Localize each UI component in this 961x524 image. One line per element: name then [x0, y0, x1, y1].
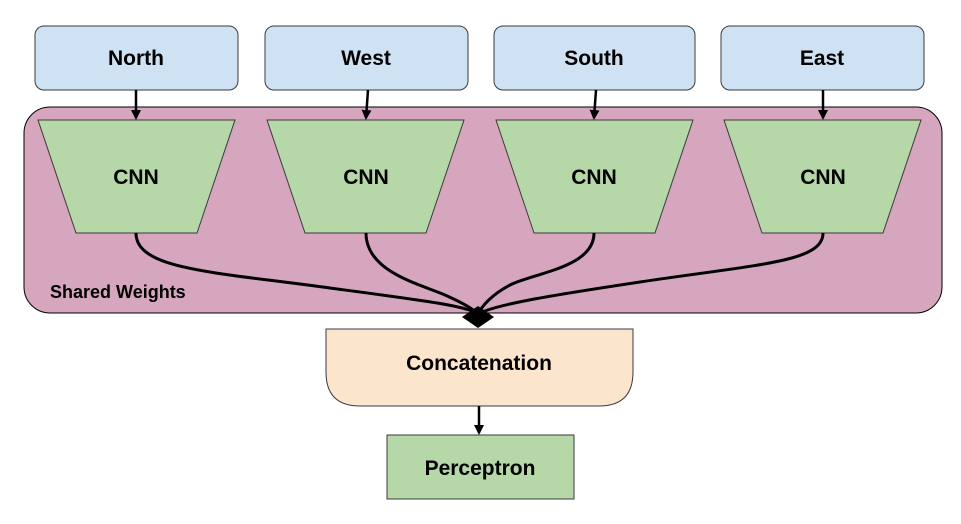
cnn-block-4-label: CNN — [800, 166, 846, 189]
cnn-block-3-shape — [495, 119, 694, 234]
arrow-south-to-cnn — [589, 89, 600, 120]
connector-cnn-4 — [477, 232, 825, 316]
connector-cnn-1 — [134, 232, 479, 316]
cnn-block-1: CNN — [37, 119, 236, 234]
cnn-block-3: CNN — [495, 119, 694, 234]
cnn-block-1-label: CNN — [113, 166, 159, 189]
input-south: South — [493, 25, 696, 91]
connector-cnn-2 — [364, 232, 480, 316]
shared-weights-label: Shared Weights — [50, 282, 186, 302]
input-west-label: West — [341, 47, 391, 70]
input-east: East — [720, 25, 925, 91]
concatenation-shape — [325, 328, 634, 407]
input-south-label: South — [564, 47, 623, 70]
cnn-block-2-shape — [266, 119, 465, 234]
cnn-block-2-label: CNN — [343, 166, 389, 189]
concatenation-block: Concatenation — [325, 328, 634, 407]
cnn-block-4: CNN — [723, 119, 922, 234]
perceptron-box — [386, 434, 575, 500]
junction-diamond — [462, 306, 494, 328]
arrow-west-to-cnn — [361, 89, 372, 120]
cnn-block-4-shape — [723, 119, 922, 234]
input-north: North — [34, 25, 239, 91]
input-west-box — [264, 25, 469, 91]
perceptron-label: Perceptron — [425, 457, 536, 480]
cnn-block-3-label: CNN — [571, 166, 617, 189]
cnn-block-1-shape — [37, 119, 236, 234]
input-east-label: East — [800, 47, 844, 70]
input-west: West — [264, 25, 469, 91]
input-north-label: North — [108, 47, 164, 70]
perceptron-block: Perceptron — [386, 434, 575, 500]
connector-cnn-3 — [476, 232, 596, 315]
cnn-block-2: CNN — [266, 119, 465, 234]
input-south-box — [493, 25, 696, 91]
concatenation-label: Concatenation — [406, 352, 552, 375]
